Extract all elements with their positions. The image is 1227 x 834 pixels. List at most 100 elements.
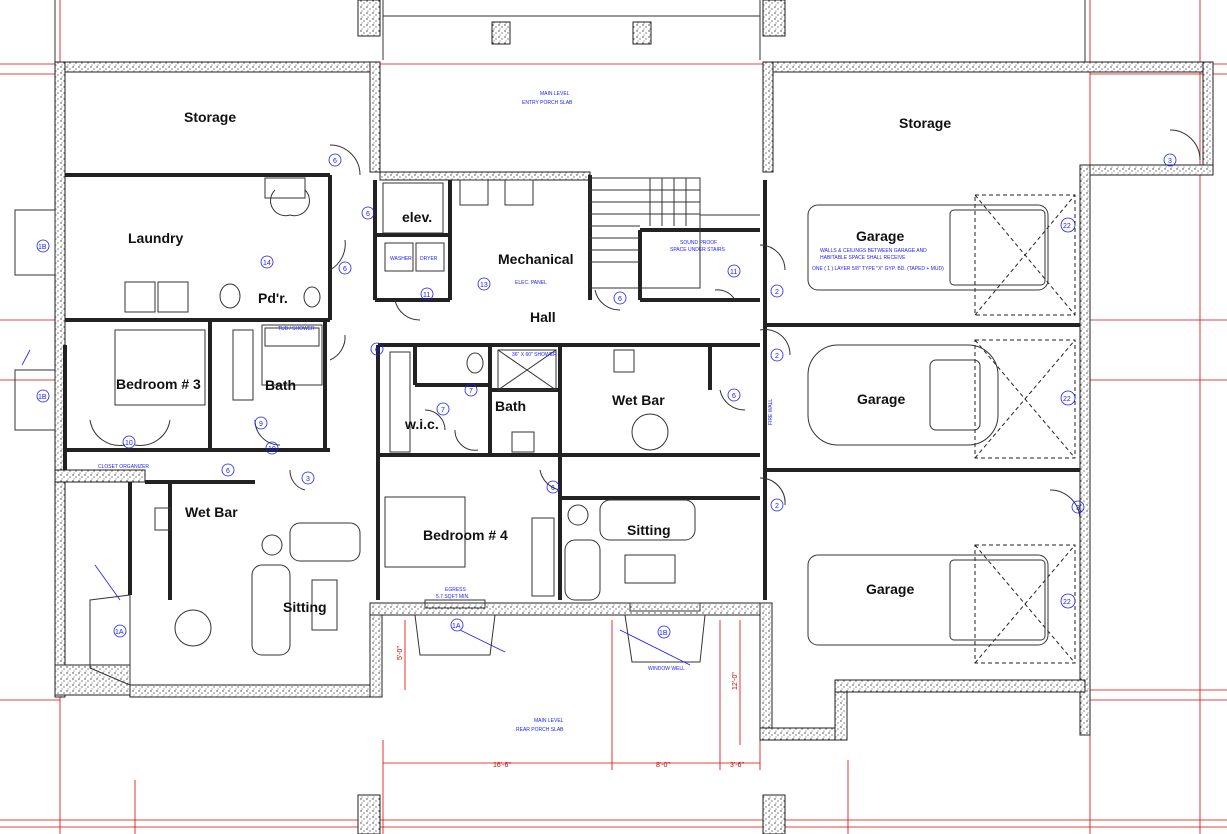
dimension-labels: 16'-6" 8'-0" 3'-6" 5'-0" 12'-0"	[397, 646, 744, 769]
room-bedroom3: Bedroom # 3	[116, 376, 201, 392]
room-sitting-center: Sitting	[627, 522, 671, 538]
room-wetbar-center: Wet Bar	[612, 392, 665, 408]
svg-text:11: 11	[730, 269, 737, 276]
tag-marker: 6	[361, 206, 375, 220]
dim-3: 3'-6"	[730, 762, 744, 769]
room-sitting-left: Sitting	[283, 599, 327, 615]
door-window-tags: 6 6 6 6 6 6 6 11 11 14 2 2 2 22 22 22 1B…	[36, 153, 1177, 639]
note-elec-panel: ELEC. PANEL	[515, 280, 547, 286]
note-rear-slab-2: REAR PORCH SLAB	[516, 727, 564, 733]
note-rear-slab-1: MAIN LEVEL	[534, 718, 564, 724]
tag-marker: 13	[477, 277, 491, 291]
note-garage-walls-3: ONE ( 1 ) LAYER 5/8" TYPE "X" GYP. BD. (…	[812, 266, 944, 272]
note-sound-proof-2: SPACE UNDER STAIRS	[670, 247, 725, 253]
svg-text:3: 3	[1076, 505, 1080, 512]
room-garage-2: Garage	[857, 391, 905, 407]
tag-marker: 3	[1071, 500, 1085, 514]
tag-marker: 6	[338, 261, 352, 275]
interior-walls	[63, 173, 1080, 600]
room-bedroom4: Bedroom # 4	[423, 527, 508, 543]
svg-text:13: 13	[480, 282, 488, 289]
svg-text:6: 6	[343, 266, 347, 273]
note-sound-proof-1: SOUND PROOF	[680, 240, 717, 246]
svg-text:3: 3	[306, 476, 310, 483]
svg-text:22: 22	[1063, 223, 1071, 230]
room-laundry: Laundry	[128, 230, 183, 246]
tag-marker: 10	[265, 441, 279, 455]
note-tub-shower: TUB / SHOWER	[278, 326, 315, 332]
room-mechanical: Mechanical	[498, 251, 573, 267]
tag-marker: 11	[420, 287, 434, 301]
svg-text:22: 22	[1063, 396, 1071, 403]
svg-text:22: 22	[1063, 599, 1071, 606]
svg-text:10: 10	[268, 446, 276, 453]
room-storage-right: Storage	[899, 115, 951, 131]
svg-text:11: 11	[423, 292, 430, 299]
tag-marker: 1B	[36, 239, 50, 253]
tag-marker: 3	[301, 471, 315, 485]
svg-text:1B: 1B	[38, 244, 47, 251]
tag-marker: 1B	[36, 389, 50, 403]
tag-marker: 10	[122, 435, 136, 449]
stairs	[589, 177, 760, 289]
tag-marker: 11	[727, 264, 741, 278]
note-entry-slab-1: MAIN LEVEL	[540, 91, 570, 97]
exterior-walls	[54, 61, 1214, 834]
room-wic: w.i.c.	[404, 416, 439, 432]
dim-1: 16'-6"	[493, 762, 511, 769]
room-pdr: Pd'r.	[258, 290, 288, 306]
doors	[89, 129, 1201, 521]
svg-text:1A: 1A	[452, 623, 461, 630]
note-garage-walls-1: WALLS & CEILINGS BETWEEN GARAGE AND	[820, 248, 927, 254]
tag-marker: 6	[328, 153, 342, 167]
note-washer: WASHER	[390, 256, 412, 262]
room-labels: Storage Storage Laundry Pd'r. elev. Mech…	[116, 109, 951, 615]
blue-callouts	[21, 349, 691, 666]
note-egress: EGRESS	[445, 587, 467, 593]
tag-marker: 7	[464, 383, 478, 397]
tag-marker: 6	[727, 388, 741, 402]
tag-marker: 6	[546, 480, 560, 494]
svg-text:2: 2	[775, 503, 779, 510]
tag-marker: 2	[770, 498, 784, 512]
svg-text:2: 2	[775, 353, 779, 360]
garage-cars	[807, 194, 1076, 664]
svg-text:6: 6	[618, 296, 622, 303]
svg-text:3: 3	[1168, 158, 1172, 165]
tag-marker: 3	[1163, 153, 1177, 167]
plan-notes: MAIN LEVEL ENTRY PORCH SLAB MAIN LEVEL R…	[98, 91, 944, 733]
svg-text:6: 6	[375, 347, 379, 354]
tag-marker: 14	[260, 255, 274, 269]
dim-2: 8'-0"	[656, 762, 670, 769]
room-bath-center: Bath	[495, 398, 526, 414]
tag-marker: 6	[370, 342, 384, 356]
tag-marker: 2	[770, 284, 784, 298]
svg-text:7: 7	[441, 407, 445, 414]
note-egress-sf: 5.7 SQFT MIN.	[436, 594, 470, 600]
svg-text:9: 9	[259, 421, 263, 428]
svg-text:6: 6	[366, 211, 370, 218]
note-closet-org: CLOSET ORGANIZER	[98, 464, 149, 470]
tag-marker: 22	[1060, 593, 1076, 609]
svg-text:1B: 1B	[38, 394, 47, 401]
note-window-well: WINDOW WELL	[648, 666, 685, 672]
tag-marker: 22	[1060, 217, 1076, 233]
svg-text:6: 6	[551, 485, 555, 492]
room-elev: elev.	[402, 209, 432, 225]
tag-marker: 1A	[113, 624, 127, 638]
note-dryer: DRYER	[420, 256, 438, 262]
room-hall: Hall	[530, 309, 556, 325]
window-wells	[14, 209, 706, 686]
tag-marker: 7	[436, 402, 450, 416]
svg-text:1B: 1B	[659, 630, 668, 637]
note-garage-walls-2: HABITABLE SPACE SHALL RECEIVE	[820, 255, 906, 261]
tag-marker: 1A	[450, 618, 464, 632]
svg-text:6: 6	[333, 158, 337, 165]
room-garage-3: Garage	[866, 581, 914, 597]
note-entry-slab-2: ENTRY PORCH SLAB	[522, 100, 573, 106]
room-bath-left: Bath	[265, 377, 296, 393]
svg-text:1A: 1A	[115, 629, 124, 636]
tag-marker: 1B	[657, 625, 671, 639]
entry-porch	[54, 0, 1086, 62]
